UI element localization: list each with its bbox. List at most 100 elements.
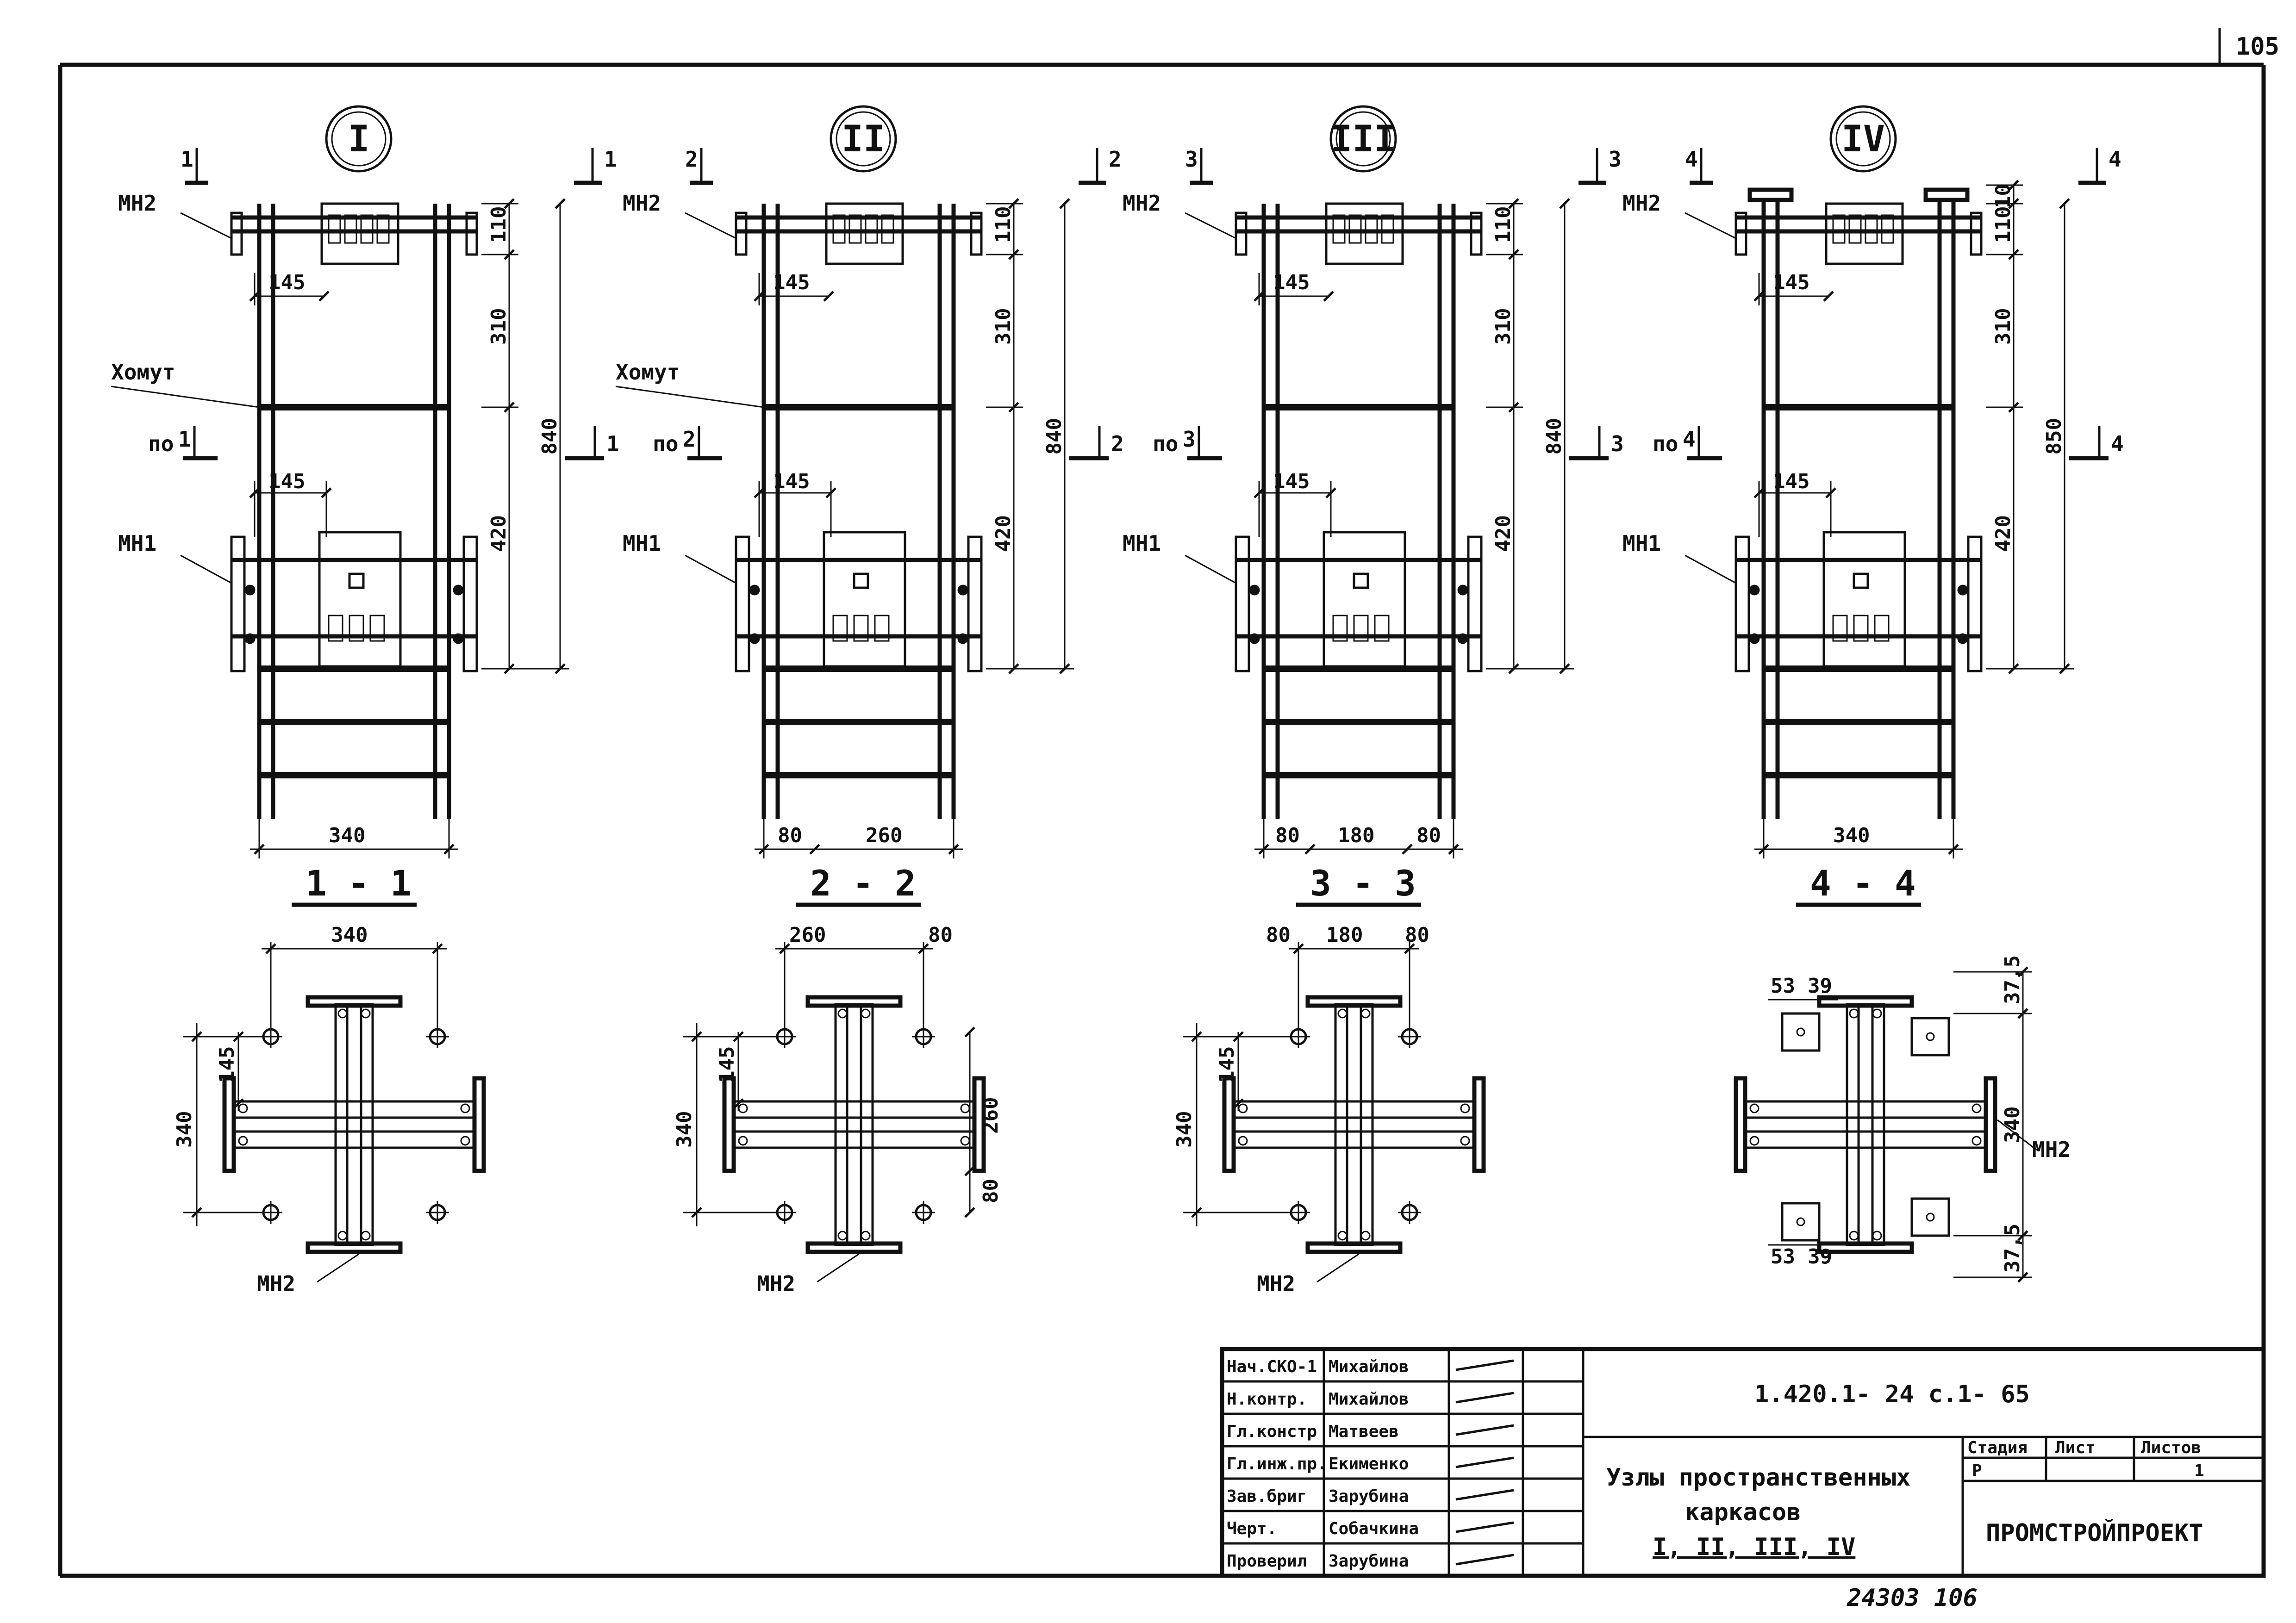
dim-tick [2017, 1008, 2028, 1019]
rebar [861, 1231, 871, 1241]
dim-vertical: 10 [1991, 184, 2015, 208]
anchor-detail [376, 214, 390, 244]
anchor-detail [865, 214, 878, 244]
node-number-circle [830, 105, 897, 173]
dim-vertical: 145 [715, 1046, 739, 1083]
plate-hole [1796, 1217, 1805, 1226]
mid-embedded-part [823, 531, 906, 668]
rod-dot [244, 585, 256, 596]
rebar [1337, 1231, 1348, 1241]
mn1-leader [180, 554, 232, 584]
dim-tick [1191, 1031, 1202, 1042]
rebar [1972, 1103, 1982, 1113]
center-hole [853, 572, 869, 589]
dim-vertical: 340 [173, 1111, 196, 1148]
mn1-plate-left [735, 535, 750, 672]
cut-mid-right: 4 [2111, 431, 2124, 456]
dim-tick [2017, 1230, 2028, 1241]
anchor-detail [1353, 615, 1369, 642]
bottom-dim: 180 [1338, 824, 1374, 847]
top-dim: 260 [789, 923, 826, 947]
tb-name: Зарубина [1329, 1552, 1409, 1571]
mn2-label: МН2 [1257, 1271, 1295, 1296]
anchor-detail [360, 214, 374, 244]
rebar [738, 1136, 748, 1146]
cut-top-right: 2 [1109, 147, 1122, 172]
cut-mid-right: 2 [1111, 431, 1124, 456]
anchor-detail [1374, 615, 1390, 642]
mid-embedded-part [318, 531, 402, 668]
dim-vertical: 310 [992, 308, 1015, 345]
tb-signature [1455, 1424, 1514, 1436]
mn2-label: МН2 [1622, 191, 1661, 216]
tb-name: Собачкина [1329, 1519, 1419, 1538]
rebar [337, 1008, 348, 1019]
flange-top [1817, 995, 1914, 1008]
flange-top [306, 995, 403, 1008]
top-embedded-part [1325, 202, 1404, 265]
tb-name: Михайлов [1329, 1357, 1409, 1376]
top-dim: 80 [1405, 923, 1429, 947]
dim-tick [191, 1207, 202, 1218]
top-dim: 340 [331, 923, 368, 947]
mn2-plate-left [735, 211, 748, 256]
bottom-dim: 340 [329, 824, 365, 847]
rebar [1460, 1136, 1470, 1146]
rod-dot [453, 633, 464, 644]
rebar [1460, 1103, 1470, 1113]
cut-mid-prefix: по [148, 431, 174, 456]
dim-tick [1948, 844, 1959, 855]
beam-horizontal [1232, 1100, 1476, 1149]
tb-role: Зав.бриг [1227, 1487, 1307, 1506]
dim-tick [504, 663, 515, 674]
dim-tick [1258, 844, 1269, 855]
dim-tick [1508, 402, 1519, 413]
rod-dot [749, 585, 760, 596]
tb-name: Екименко [1329, 1455, 1409, 1474]
rebar [361, 1008, 371, 1019]
cut-top-left: 3 [1185, 147, 1198, 172]
cut-top-left: 4 [1685, 147, 1698, 172]
flange-right [1984, 1076, 1997, 1173]
mn2-leader [1997, 1119, 2037, 1151]
top-dim: 80 [1266, 923, 1291, 947]
tb-role: Гл.инж.пр. [1227, 1455, 1327, 1474]
drawing-title-line1: Узлы пространственных [1606, 1464, 1910, 1492]
beam-vertical [1334, 1003, 1374, 1246]
rod-dot [1749, 633, 1760, 644]
mn1-plate-right [967, 535, 983, 672]
dim-tick [233, 1031, 244, 1042]
rebar [1360, 1008, 1371, 1019]
drawing-title-line2: каркасов [1685, 1499, 1801, 1526]
drawing-title-line3: I, II, III, IV [1653, 1533, 1855, 1561]
bottom-dim: 80 [1275, 824, 1300, 847]
anchor-detail [344, 214, 357, 244]
rebar [1238, 1103, 1248, 1113]
rod-dot [1249, 633, 1260, 644]
anchor-detail [874, 615, 890, 642]
dim-total: 850 [2042, 418, 2066, 454]
anchor-detail [1332, 615, 1348, 642]
sheet-reference: 24303 106 [1847, 1584, 1978, 1612]
cut-top-right: 3 [1609, 147, 1622, 172]
dim-tick [1008, 198, 1019, 209]
anchor-detail [1381, 214, 1394, 244]
mn1-leader [1185, 554, 1236, 584]
rod-dot [1957, 633, 1968, 644]
rod-dot [957, 585, 968, 596]
dim-mid-offset: 145 [1273, 470, 1310, 493]
dim-tick [432, 943, 443, 954]
mn2-plate-right [1970, 211, 1983, 256]
bottom-dim: 340 [1833, 824, 1870, 847]
dim-tick [948, 844, 959, 855]
dim-vertical: 310 [1991, 308, 2015, 345]
dim-tick [1191, 1207, 1202, 1218]
flange-bottom [1305, 1241, 1403, 1254]
dim-tick [1008, 402, 1019, 413]
sheet-frame [58, 28, 2266, 1578]
clamp-label: Хомут [616, 360, 680, 385]
dim-tick [733, 1098, 744, 1109]
anchor-detail [1853, 615, 1869, 642]
